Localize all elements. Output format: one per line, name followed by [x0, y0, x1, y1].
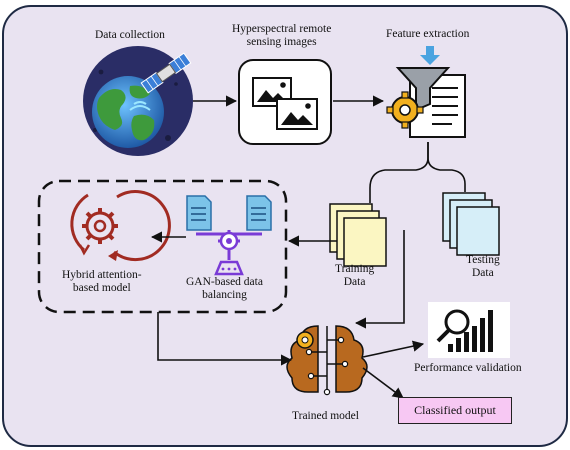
- brain-circuit-icon: [286, 325, 368, 396]
- balance-scale-gear-icon: [186, 195, 272, 276]
- arrow-model-to-performance: [362, 340, 425, 358]
- label-trained-model: Trained model: [292, 410, 359, 422]
- image-stack-icon: [238, 59, 332, 145]
- label-training-data: Training Data: [335, 263, 374, 289]
- line-feature-to-testing: [427, 142, 466, 192]
- connectors: [150, 95, 466, 399]
- label-testing-data: Testing Data: [466, 254, 500, 280]
- label-hyperspectral-line1: Hyperspectral remote: [232, 23, 332, 35]
- line-feature-to-training: [369, 142, 429, 203]
- label-training-line1: Training: [335, 263, 375, 275]
- label-performance-validation: Performance validation: [414, 362, 522, 374]
- classified-output-box: Classified output: [398, 397, 512, 424]
- label-testing-line1: Testing: [466, 254, 500, 266]
- magnifier-bar-chart-icon: [428, 302, 510, 358]
- label-hybrid-line1: Hybrid attention-: [62, 269, 142, 281]
- label-gan-line1: GAN-based data: [186, 276, 263, 288]
- label-testing-line2: Data: [471, 267, 494, 279]
- arrow-testing-to-model: [354, 230, 405, 329]
- training-data-stack: [329, 203, 387, 267]
- label-training-line2: Data: [343, 276, 366, 288]
- attention-cycle-gear-icon: [70, 190, 171, 262]
- testing-data-stack: [442, 192, 500, 256]
- label-gan-balancing: GAN-based data balancing: [186, 276, 263, 302]
- funnel-gear-document-icon: [386, 46, 466, 138]
- classified-output-label: Classified output: [414, 403, 496, 417]
- label-gan-line2: balancing: [202, 289, 247, 301]
- label-hybrid-line2: based model: [72, 282, 131, 294]
- label-hyperspectral: Hyperspectral remote sensing images: [232, 23, 331, 49]
- label-hybrid-model: Hybrid attention- based model: [62, 269, 142, 295]
- label-feature-extraction: Feature extraction: [386, 28, 470, 40]
- label-hyperspectral-line2: sensing images: [246, 36, 317, 48]
- satellite-earth-icon: [83, 46, 193, 156]
- label-data-collection: Data collection: [95, 29, 165, 41]
- arrow-box-to-model: [157, 312, 293, 366]
- model-group-box: [37, 179, 288, 314]
- arrow-model-to-output: [362, 367, 404, 399]
